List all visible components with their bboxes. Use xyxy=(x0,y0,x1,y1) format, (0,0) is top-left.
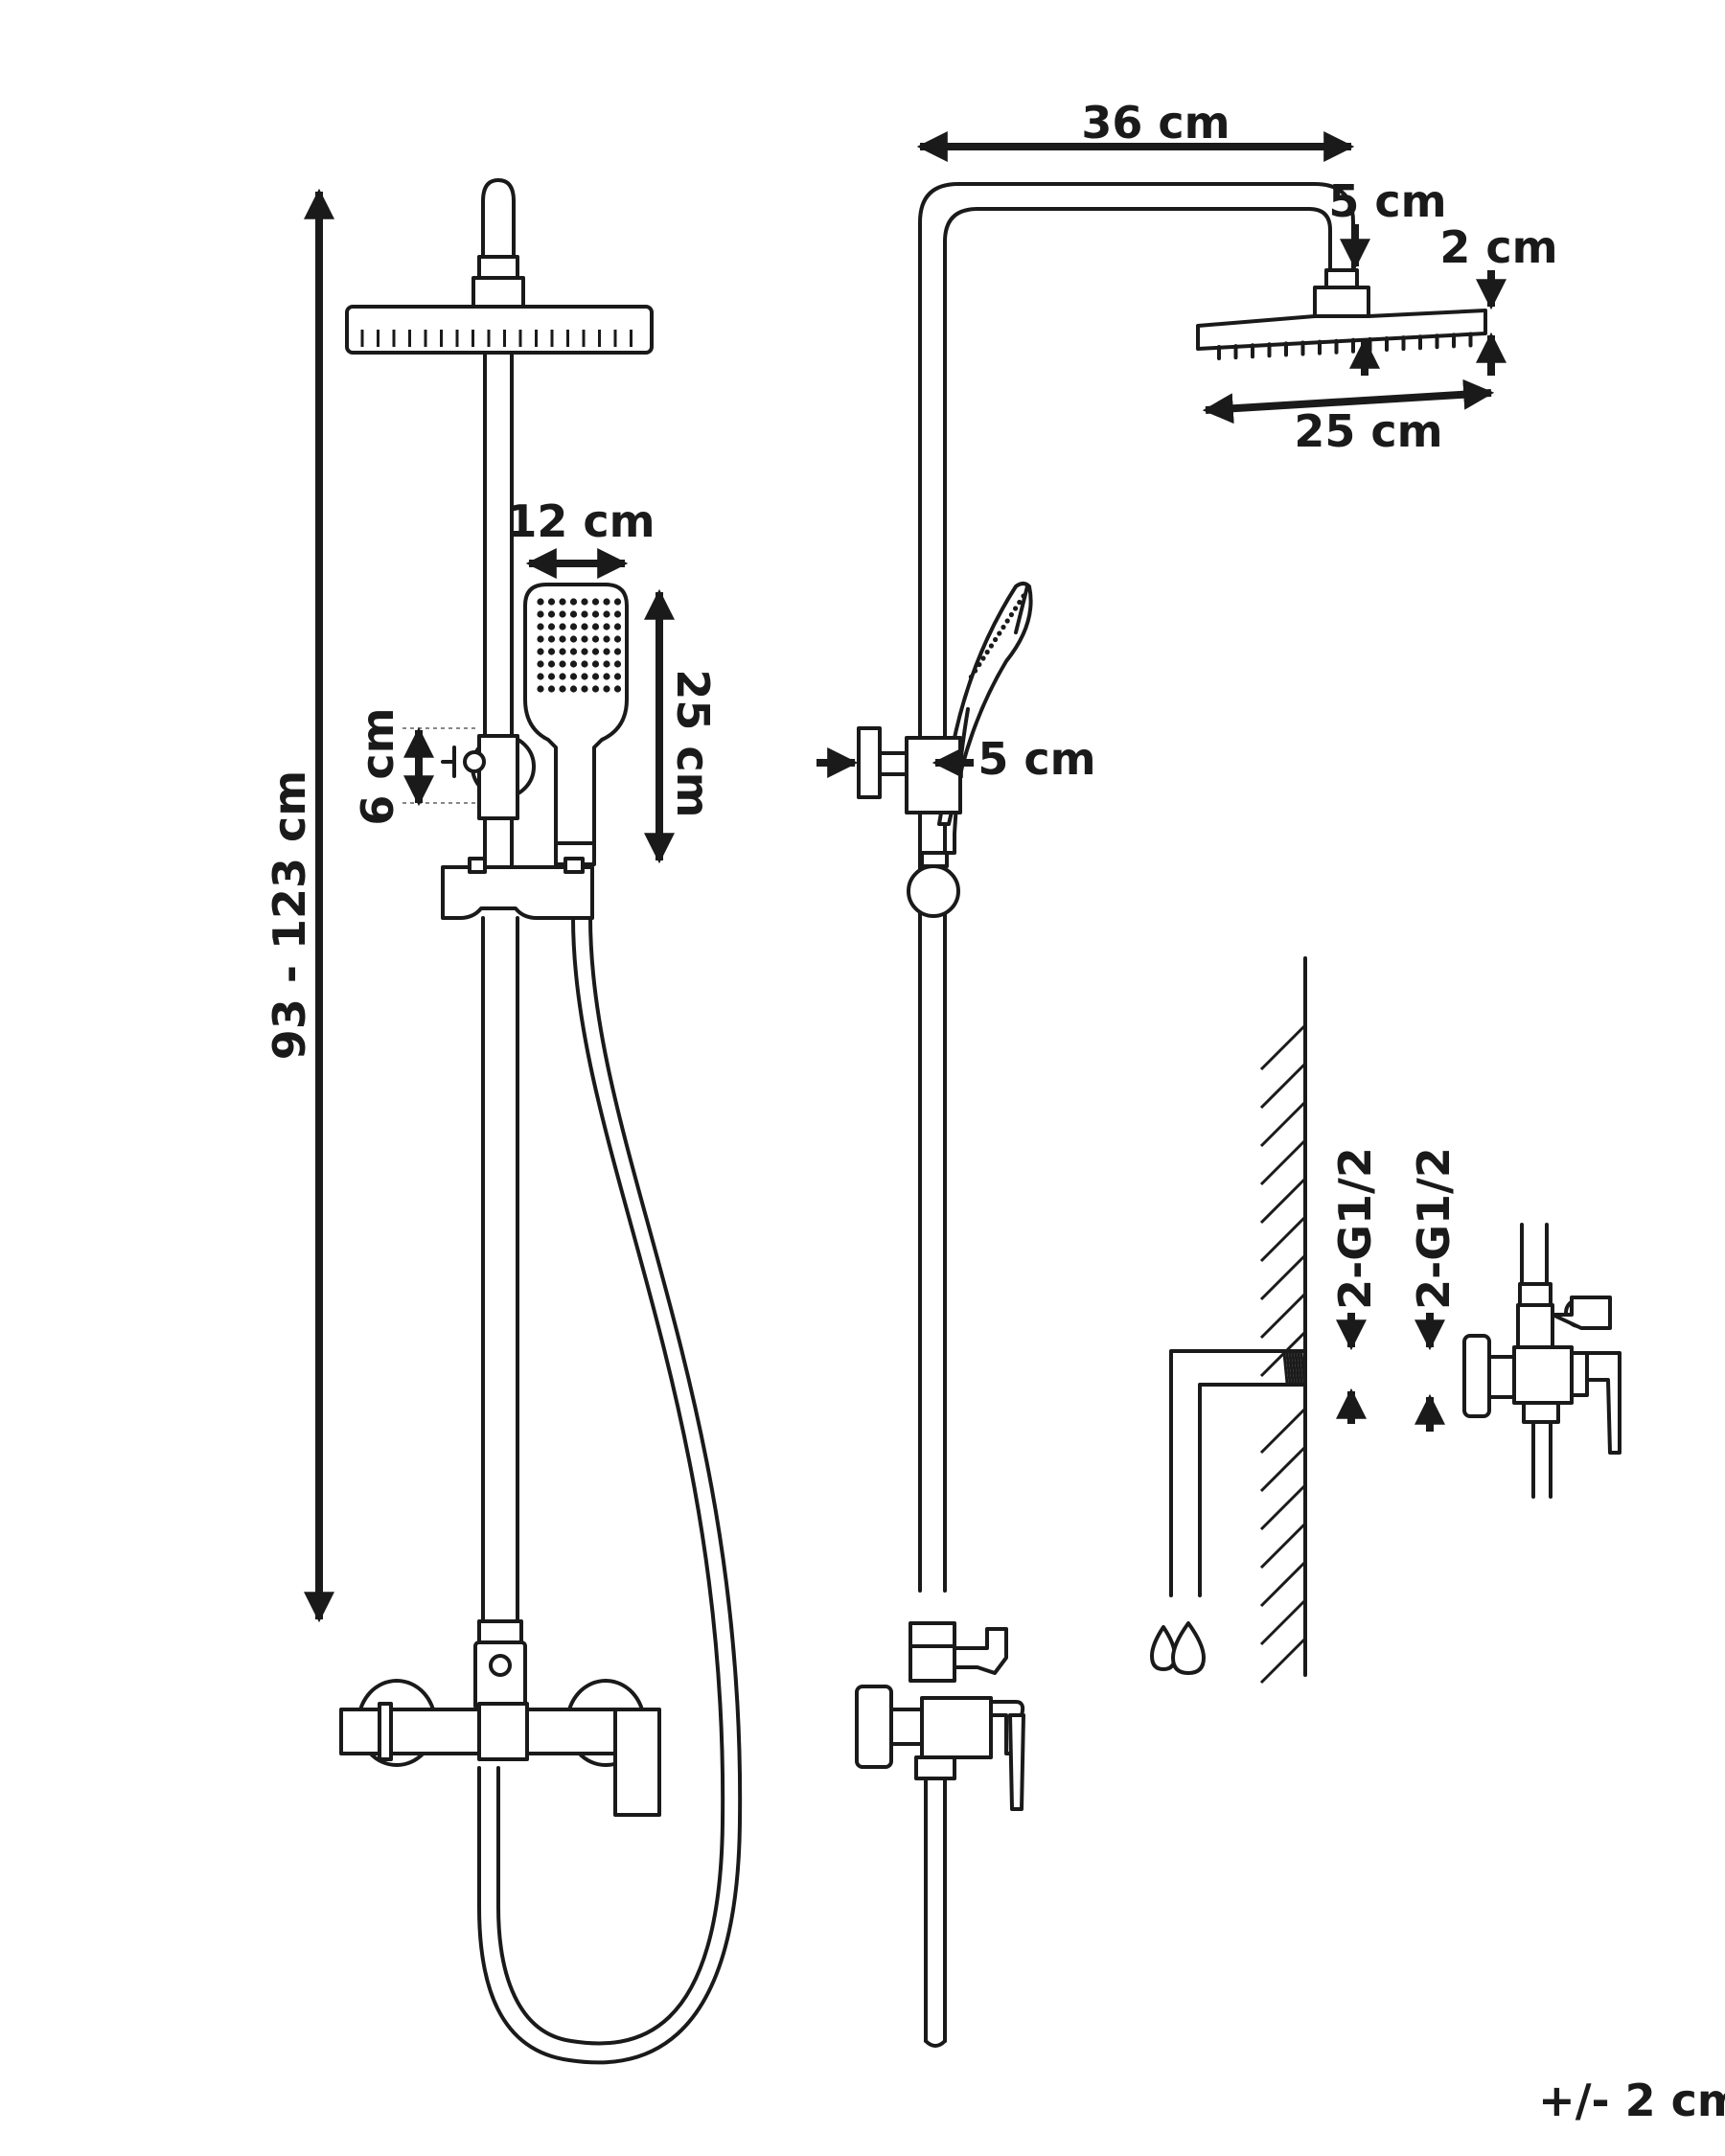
overall-height-label: 93 - 123 cm xyxy=(264,770,315,1060)
head-thickness-label: 2 cm xyxy=(1439,221,1557,273)
side-view xyxy=(855,182,1487,2048)
mixer-thread-label: 2-G1/2 xyxy=(1408,1147,1460,1310)
side-mixer-flange xyxy=(855,1685,893,1769)
detail-mixer-lever xyxy=(1585,1351,1622,1455)
detail-mixer-body xyxy=(1512,1345,1574,1405)
detail-hose-holder xyxy=(1551,1296,1612,1330)
overhead-arm-inner xyxy=(943,207,1332,1593)
side-rain-head xyxy=(1196,309,1487,351)
side-mixer-body xyxy=(920,1696,993,1759)
side-head-connector xyxy=(1313,286,1370,318)
installation-detail xyxy=(1150,956,1622,1685)
tolerance-label: +/- 2 cm xyxy=(1538,2075,1725,2126)
dimension-labels: 93 - 123 cm 36 cm 5 cm 2 cm 25 cm 12 cm … xyxy=(264,97,1725,2126)
head-width-label: 25 cm xyxy=(1294,405,1442,457)
side-diverter-knob xyxy=(857,726,882,799)
diverter-height-label: 6 cm xyxy=(352,707,403,825)
head-connector xyxy=(472,276,525,309)
side-hose-elbow xyxy=(953,1627,1008,1675)
bracket-offset-label: 5 cm xyxy=(978,733,1095,785)
top-stub xyxy=(481,178,516,263)
diverter-collar xyxy=(477,734,519,820)
front-rain-head xyxy=(345,305,654,355)
water-drops-icon xyxy=(1150,1621,1206,1675)
wall-thread-label: 2-G1/2 xyxy=(1329,1147,1381,1310)
head-connector-label: 5 cm xyxy=(1328,175,1446,227)
hose-outer xyxy=(496,916,725,2046)
side-mixer-lever xyxy=(1008,1713,1025,1811)
overhead-arm-outer xyxy=(918,182,1355,1593)
front-head-nozzles xyxy=(360,330,632,347)
hand-shower-nozzles xyxy=(537,598,622,693)
arm-length-label: 36 cm xyxy=(1081,97,1230,149)
slide-bracket xyxy=(441,865,594,920)
front-view xyxy=(339,178,743,2065)
top-nut xyxy=(477,255,519,280)
dimension-arrows xyxy=(304,131,1506,1623)
mixer-lever xyxy=(613,1708,661,1817)
side-diverter-body xyxy=(905,736,962,814)
hose-inner xyxy=(477,916,743,2065)
hand-length-label: 25 cm xyxy=(667,669,719,817)
side-slider-ball xyxy=(907,864,960,918)
detail-flange xyxy=(1462,1334,1491,1418)
hand-width-label: 12 cm xyxy=(506,495,655,547)
inlet-pipe-inner xyxy=(1198,1383,1307,1597)
diverter-knob xyxy=(463,750,486,773)
inlet-pipe-outer xyxy=(1169,1349,1307,1597)
side-lower-block xyxy=(908,1644,956,1683)
head-width-arrow xyxy=(1202,378,1495,424)
